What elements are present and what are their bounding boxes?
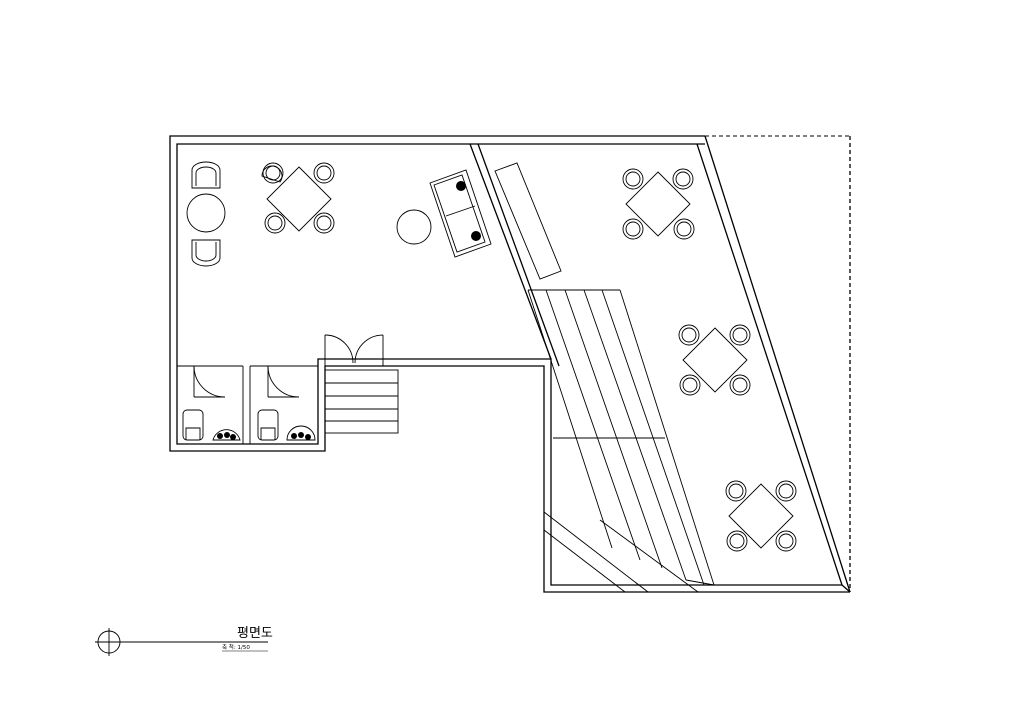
slanted-walls [469, 135, 851, 593]
restroom-2 [250, 365, 318, 441]
restroom-1 [177, 365, 251, 444]
round-coffee-table [396, 209, 432, 245]
sofa [429, 169, 492, 258]
diagonal-stairs [527, 289, 715, 593]
small-stairs [324, 369, 399, 434]
drawing-title: 평면도 [237, 626, 273, 641]
round-table-set-left [186, 161, 226, 267]
scale-label: 축 척: 1/50 [222, 643, 250, 651]
title-block: 평면도 축 척: 1/50 [95, 626, 273, 656]
table-set-1 [261, 162, 335, 234]
bar-counter [494, 162, 562, 280]
double-door [324, 334, 384, 366]
table-set-4 [725, 480, 797, 552]
table-set-3 [678, 324, 751, 396]
table-set-2 [622, 168, 695, 240]
